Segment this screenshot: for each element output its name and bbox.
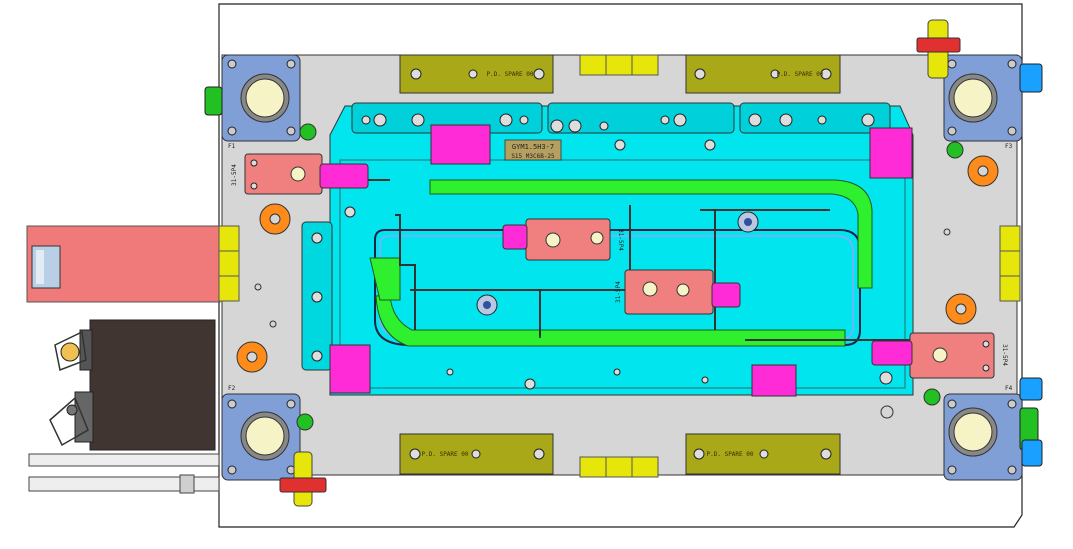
yellow-blocks (218, 54, 1021, 478)
locator-bolts (476, 211, 759, 316)
left-actuator (49, 319, 216, 451)
clamp-tag-1: 31-5P4 (231, 164, 238, 186)
channels (345, 179, 910, 341)
clamp-center-left (502, 218, 611, 261)
bolt-pad-top-left (399, 54, 554, 94)
clamp-tag-4: 31-5P4 (1001, 344, 1008, 366)
corner-label-4: F4 (1005, 385, 1013, 392)
left-side-block (26, 225, 221, 303)
clamp-tag-2: 31-5P4 (617, 229, 624, 251)
clamp-top-left (244, 153, 369, 195)
bolt-pad-top-right (685, 54, 841, 94)
corner-plate-top-left (221, 54, 301, 142)
corner-plate-bottom-left (221, 393, 301, 481)
corner-label-2: F2 (228, 385, 236, 392)
corner-label-1: F1 (228, 143, 236, 150)
bolt-pad-bottom-right (685, 433, 841, 475)
left-rods (28, 453, 220, 494)
pad-label-top-left: P.D. SPARE 00 (487, 71, 534, 78)
plate-label-line1: GYM1.5H3-7 (512, 143, 554, 151)
cavity-bolts (311, 113, 893, 390)
side-connectors (204, 19, 1043, 507)
frame-fittings (236, 123, 999, 431)
guide-rails (369, 179, 873, 347)
clamp-bottom-right (871, 332, 995, 379)
plate-label: GYM1.5H3-7 S15 M3C6B-25 (504, 139, 562, 161)
pad-label-bottom-right: P.D. SPARE 00 (707, 451, 754, 458)
magenta-pockets (329, 124, 913, 397)
corner-plate-bottom-right (943, 393, 1023, 481)
clamp-tag-3: 31-5P4 (615, 281, 622, 303)
clamp-center-right (624, 269, 741, 315)
plate-label-line2: S15 M3C6B-25 (511, 153, 555, 160)
corner-plate-top-right (943, 54, 1023, 142)
pad-label-top-right: P.D. SPARE 00 (777, 71, 824, 78)
pad-label-bottom-left: P.D. SPARE 00 (422, 451, 469, 458)
corner-label-3: F3 (1005, 143, 1013, 150)
cavity-plate (301, 102, 914, 396)
bolt-pad-bottom-left (399, 433, 554, 475)
